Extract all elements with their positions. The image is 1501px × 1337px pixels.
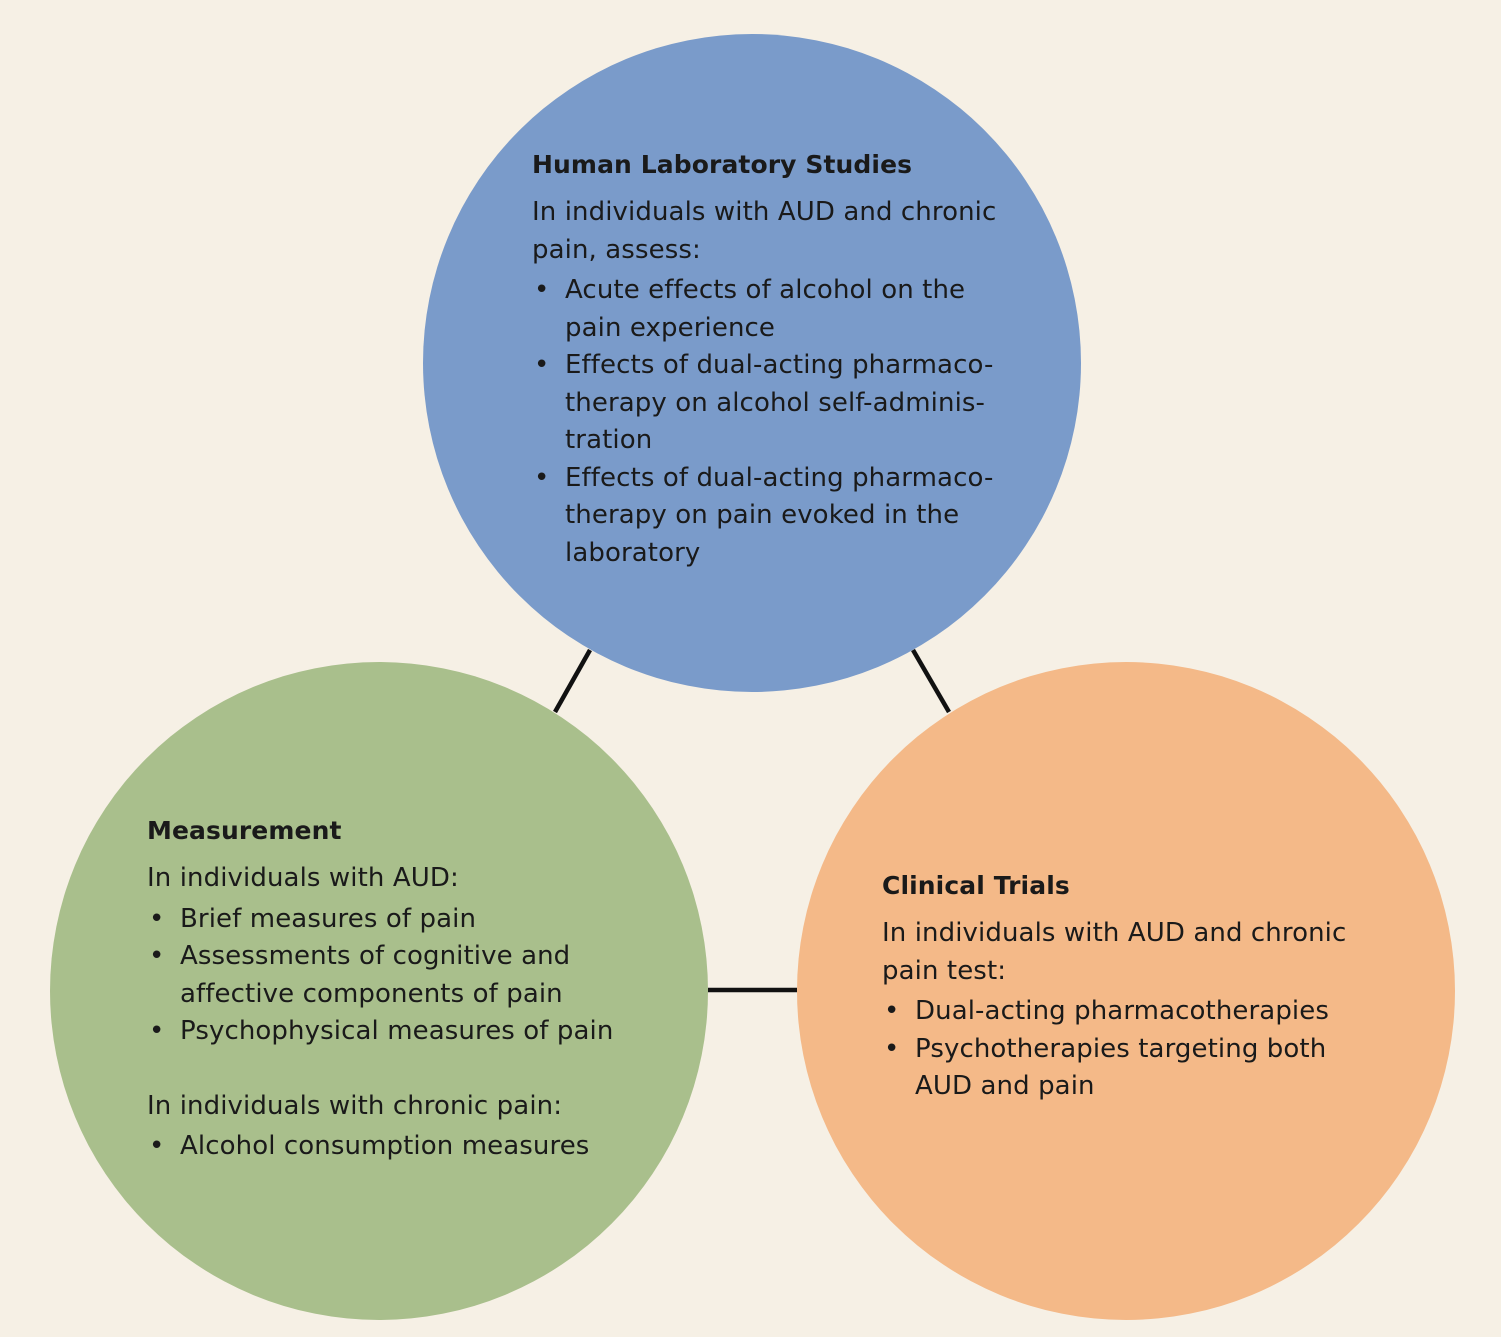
lab-intro-line: pain, assess: [532,234,701,265]
clinical-bullet-line: Dual-acting pharmacotherapies [915,996,1329,1026]
lab-bullet-item: • Effects of dual-acting pharmaco- thera… [532,460,1042,573]
bullet-icon: • [534,350,550,380]
lab-bullet-line: therapy on pain evoked in the [565,500,960,530]
clinical-intro-line: In individuals with AUD and chronic [882,918,1347,948]
bullet-icon: • [149,1131,165,1161]
clinical-title: Clinical Trials [882,871,1070,900]
bullet-icon: • [149,941,165,971]
spacer [147,1051,647,1088]
lab-bullet-item: • Effects of dual-acting pharmaco- thera… [532,347,1042,460]
lab-bullet-list: • Acute effects of alcohol on the pain e… [532,272,1042,572]
lab-bullet-line: Effects of dual-acting pharmaco- [565,350,994,380]
connector-lab-measurement [553,648,592,714]
clinical-bullet-line: Psychotherapies targeting both [915,1033,1327,1064]
clinical-bullet-item: • Dual-acting pharmacotherapies [882,993,1382,1031]
measurement-bullet-list: • Brief measures of pain • Assessments o… [147,901,647,1051]
measurement-intro-2: In individuals with chronic pain: [147,1090,563,1121]
clinical-intro-line: pain test: [882,955,1007,986]
measurement-text-block: Measurement In individuals with AUD: • B… [147,816,647,1166]
measurement-title: Measurement [147,816,342,845]
clinical-intro: In individuals with AUD and chronic pain… [882,915,1382,990]
bullet-icon: • [534,462,550,493]
measurement-bullet-list-2: • Alcohol consumption measures [147,1128,647,1166]
measurement-circle [50,662,708,1320]
measurement-bullet-line: Assessments of cognitive and [180,941,571,971]
measurement-bullet-item: • Alcohol consumption measures [147,1128,647,1166]
clinical-bullet-line: AUD and pain [915,1071,1095,1101]
lab-bullet-item: • Acute effects of alcohol on the pain e… [532,272,1042,347]
clinical-bullet-list: • Dual-acting pharmacotherapies • Psycho… [882,993,1382,1106]
bullet-icon: • [884,996,900,1026]
clinical-trials-circle [797,662,1455,1320]
lab-bullet-line: Acute effects of alcohol on the [565,275,966,305]
lab-bullet-line: pain experience [565,312,776,343]
lab-intro-line: In individuals with AUD and chronic [532,197,997,227]
lab-circle [423,34,1081,692]
bullet-icon: • [884,1033,900,1064]
measurement-bullet-line: Psychophysical measures of pain [180,1016,614,1046]
measurement-bullet-item: • Assessments of cognitive and affective… [147,938,647,1013]
bullet-icon: • [149,1016,165,1046]
measurement-bullet-item: • Psychophysical measures of pain [147,1013,647,1051]
lab-text-block: Human Laboratory Studies In individuals … [532,150,1042,572]
lab-bullet-line: laboratory [565,537,701,568]
bullet-icon: • [149,903,165,934]
lab-bullet-line: tration [565,425,653,455]
connector-lab-clinical [911,648,951,714]
lab-title: Human Laboratory Studies [532,150,913,179]
measurement-bullet-item: • Brief measures of pain [147,901,647,939]
bullet-icon: • [534,275,550,305]
clinical-text-block: Clinical Trials In individuals with AUD … [882,871,1382,1106]
measurement-bullet-line: Alcohol consumption measures [180,1131,590,1161]
measurement-bullet-line: Brief measures of pain [180,903,477,934]
clinical-bullet-item: • Psychotherapies targeting both AUD and… [882,1031,1382,1106]
lab-bullet-line: Effects of dual-acting pharmaco- [565,462,994,493]
lab-bullet-line: therapy on alcohol self-adminis- [565,387,986,418]
measurement-intro: In individuals with AUD: [147,863,459,893]
measurement-bullet-line: affective components of pain [180,978,563,1009]
lab-intro: In individuals with AUD and chronic pain… [532,194,1042,269]
